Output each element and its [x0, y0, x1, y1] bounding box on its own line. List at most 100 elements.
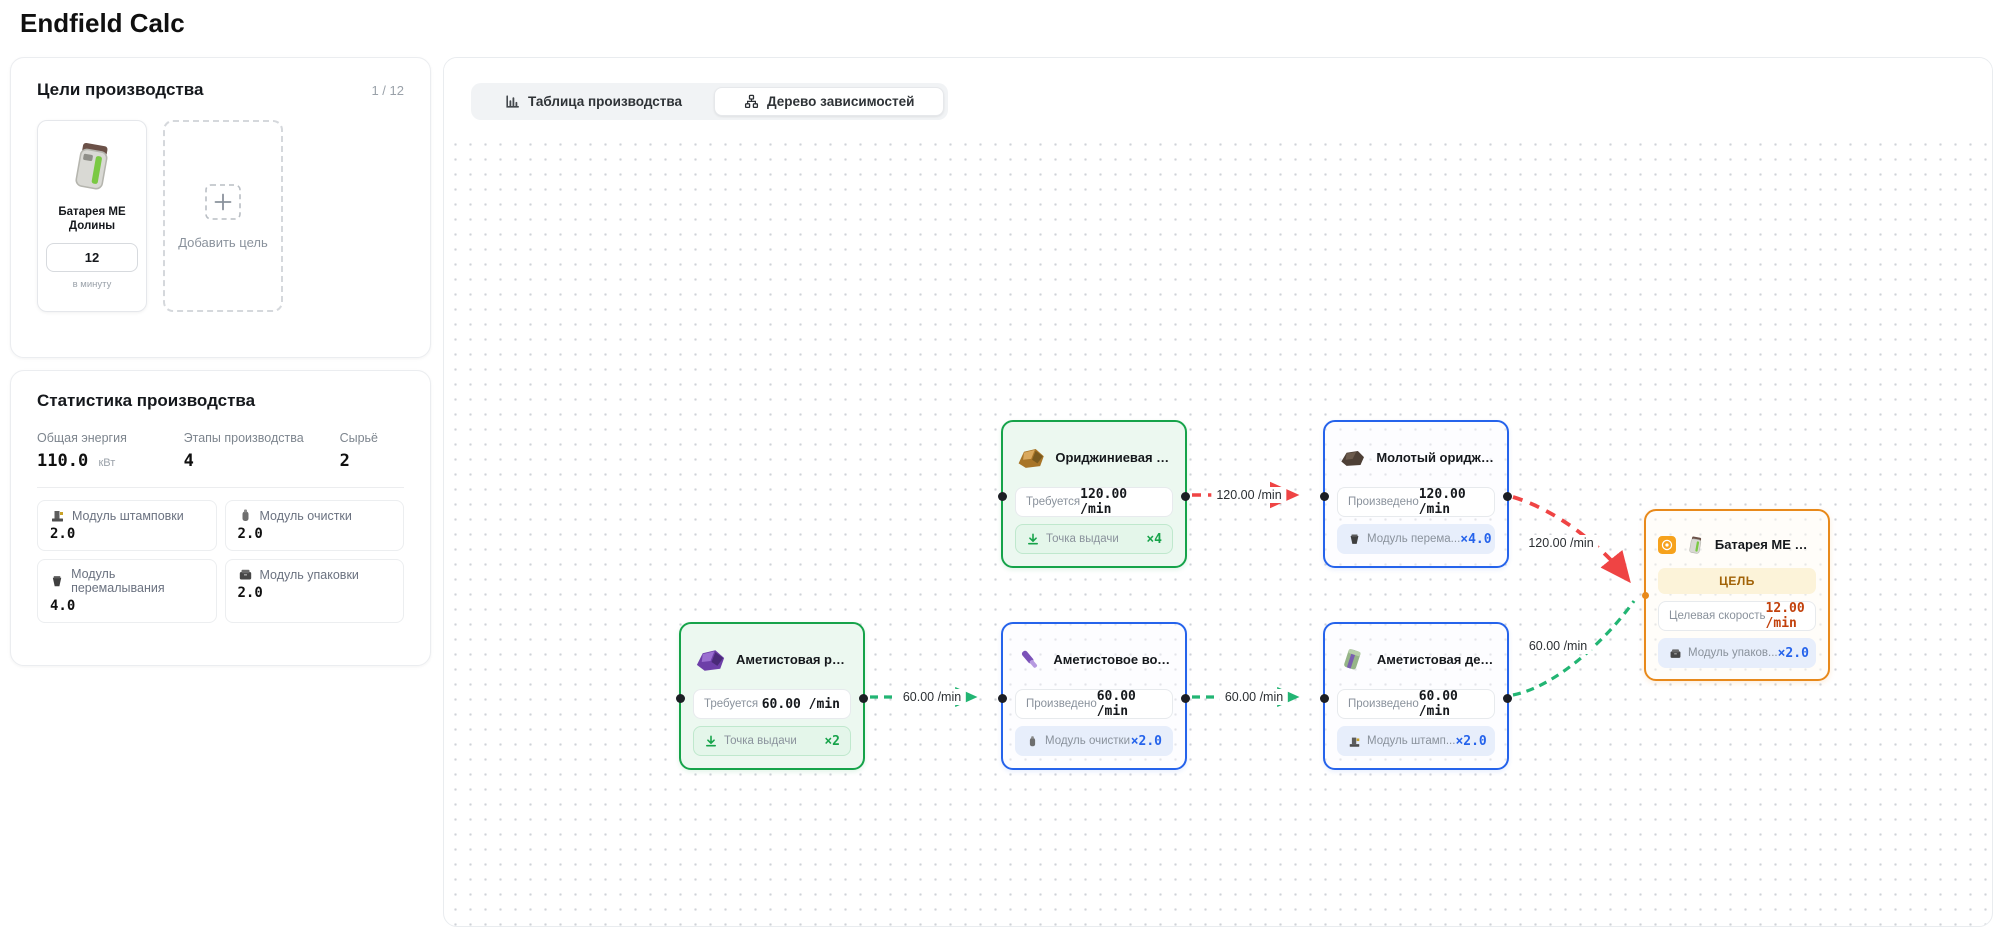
node-row-value: 120.00 /min	[1418, 487, 1466, 517]
bar-chart-icon	[506, 95, 519, 108]
stat-production-stages: Этапы производства 4	[184, 431, 314, 471]
tab-label: Дерево зависимостей	[767, 94, 915, 109]
amethyst-part-icon	[1344, 648, 1361, 670]
battery-icon	[75, 142, 108, 190]
purify-module-icon	[242, 509, 248, 521]
module-value: 2.0	[50, 526, 76, 542]
divider	[37, 487, 404, 488]
edge-rate-label: 120.00 /min	[1211, 487, 1287, 503]
node-row-label: Требуется	[704, 698, 759, 710]
node-title: Аметистовая руда	[736, 652, 851, 668]
node-battery-goal[interactable]: Батарея МЕ Доли... ЦЕЛЬ Целевая скорость…	[1642, 509, 1830, 681]
module-value: 2.0	[237, 585, 263, 601]
tab-dependency-tree[interactable]: Дерево зависимостей	[714, 87, 945, 116]
node-title: Аметистовое волокно	[1053, 652, 1173, 668]
stat-number: 110.0	[37, 451, 89, 471]
output-port[interactable]	[1503, 492, 1512, 501]
goals-counter: 1 / 12	[371, 83, 404, 98]
goal-rate-input[interactable]	[46, 242, 138, 272]
node-title: Ориджиниевая руда	[1055, 450, 1173, 466]
input-port[interactable]	[1320, 694, 1329, 703]
amethyst-ore-icon	[696, 650, 725, 671]
grinding-module-icon	[52, 575, 62, 586]
module-value: 2.0	[237, 526, 263, 542]
goal-banner: ЦЕЛЬ	[1658, 568, 1816, 594]
input-port[interactable]	[1642, 592, 1649, 599]
dependency-tree-canvas[interactable]: 120.00 /min 60.00 /min 60.00 /min 120.00…	[444, 131, 1992, 926]
purify-module-icon	[1029, 735, 1036, 746]
node-sub-value: ×2.0	[1777, 645, 1809, 661]
stat-raw-materials: Сырьё 2	[340, 431, 378, 471]
node-row-value: 60.00 /min	[761, 696, 840, 712]
node-sub-value: ×4.0	[1460, 531, 1492, 547]
input-port[interactable]	[1320, 492, 1329, 501]
node-amethyst-part[interactable]: Аметистовая деталь Произведено 60.00 /mi…	[1320, 622, 1512, 770]
module-label: Модуль упаковки	[259, 567, 359, 582]
input-port[interactable]	[676, 694, 685, 703]
stat-label: Сырьё	[339, 431, 378, 445]
tab-label: Таблица производства	[528, 94, 683, 109]
node-originium-ore[interactable]: Ориджиниевая руда Требуется 120.00 /min …	[998, 420, 1190, 568]
production-goals-panel: Цели производства 1 / 12 Батарея МЕ Доли…	[10, 57, 431, 358]
module-label: Модуль очистки	[259, 508, 352, 523]
edge-rate-label: 60.00 /min	[897, 689, 967, 705]
module-stat-purify: Модуль очистки 2.0	[224, 500, 404, 551]
stat-value: 110.0 кВт	[37, 451, 158, 471]
goals-panel-title: Цели производства	[37, 80, 204, 99]
goal-item-name: Батарея МЕ Долины	[58, 206, 126, 233]
stat-label: Общая энергия	[37, 431, 127, 445]
ground-originium-icon	[1341, 451, 1364, 466]
goal-card-battery[interactable]: Батарея МЕ Долины в минуту	[37, 120, 147, 312]
node-row-label: Произведено	[1026, 698, 1097, 710]
node-sub-value: ×4	[1146, 531, 1162, 547]
module-stat-packing: Модуль упаковки 2.0	[224, 559, 404, 623]
main-content-panel: Таблица производства Дерево зависимостей…	[443, 57, 1993, 927]
input-port[interactable]	[998, 492, 1007, 501]
goal-rate-unit: в минуту	[72, 278, 112, 290]
add-goal-button[interactable]: Добавить цель	[163, 120, 283, 312]
node-amethyst-ore[interactable]: Аметистовая руда Требуется 60.00 /min То…	[676, 622, 868, 770]
add-goal-label: Добавить цель	[178, 234, 268, 250]
node-row-label: Требуется	[1026, 496, 1081, 508]
input-port[interactable]	[998, 694, 1007, 703]
delivery-point-icon	[1028, 533, 1038, 545]
stat-number: 2	[339, 451, 350, 471]
tab-production-table[interactable]: Таблица производства	[475, 87, 712, 116]
node-row-label: Произведено	[1348, 698, 1419, 710]
page-title: Endfield Calc	[20, 8, 185, 38]
node-row-label: Произведено	[1348, 496, 1419, 508]
edge-rate-label: 60.00 /min	[1219, 689, 1289, 705]
node-title: Молотый ориджиний	[1376, 450, 1495, 466]
tree-icon	[744, 94, 759, 109]
node-title: Батарея МЕ Доли...	[1714, 537, 1816, 553]
edge-rate-label: 120.00 /min	[1523, 535, 1599, 551]
module-stat-grinding: Модуль перемалывания 4.0	[37, 559, 217, 623]
stat-total-energy: Общая энергия 110.0 кВт	[37, 431, 158, 471]
node-sub-label: Модуль упаков...	[1688, 647, 1778, 659]
grinding-module-icon	[1350, 534, 1359, 544]
stats-panel-title: Статистика производства	[37, 391, 256, 410]
node-row-value: 60.00 /min	[1096, 689, 1136, 719]
node-amethyst-fiber[interactable]: Аметистовое волокно Произведено 60.00 /m…	[998, 622, 1190, 770]
node-sub-value: ×2.0	[1130, 733, 1162, 749]
output-port[interactable]	[859, 694, 868, 703]
node-sub-label: Модуль штамп...	[1367, 735, 1456, 747]
node-sub-value: ×2.0	[1455, 733, 1487, 749]
stat-number: 4	[183, 451, 194, 471]
stat-unit: кВт	[98, 457, 116, 469]
output-port[interactable]	[1181, 694, 1190, 703]
delivery-point-icon	[706, 735, 716, 747]
output-port[interactable]	[1503, 694, 1512, 703]
output-port[interactable]	[1181, 492, 1190, 501]
stamping-module-icon	[1349, 737, 1360, 747]
view-tabbar: Таблица производства Дерево зависимостей	[471, 83, 949, 120]
battery-icon	[1689, 536, 1702, 554]
node-ground-originium[interactable]: Молотый ориджиний Произведено 120.00 /mi…	[1320, 420, 1512, 568]
amethyst-fiber-icon	[1021, 650, 1038, 668]
node-sub-label: Модуль очистки	[1045, 735, 1130, 747]
node-sub-label: Точка выдачи	[1046, 533, 1119, 545]
stat-label: Этапы производства	[183, 431, 304, 445]
node-row-value: 120.00 /min	[1080, 487, 1128, 517]
plus-icon	[205, 183, 241, 220]
node-sub-label: Модуль перема...	[1367, 533, 1461, 545]
